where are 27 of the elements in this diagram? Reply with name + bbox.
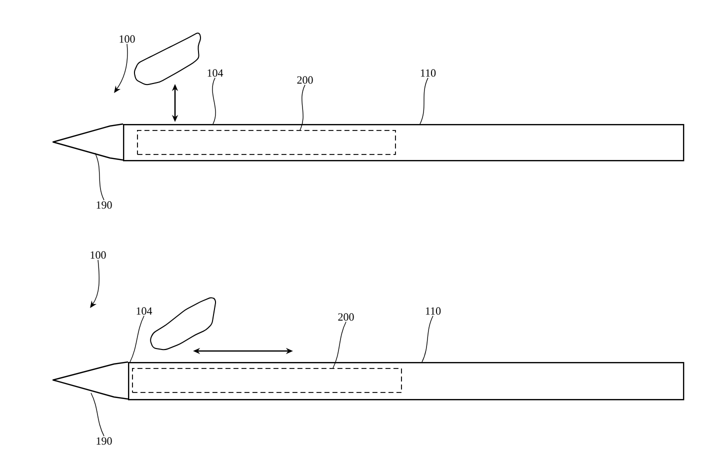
leader-line [90,260,100,308]
leader-line [212,78,216,124]
finger-drawing [134,32,201,85]
callout-number: 110 [420,69,436,77]
sensing-region [137,130,396,155]
callout-number: 200 [338,313,354,321]
leader-line [94,152,104,200]
callout-number: 190 [96,201,112,209]
callout-number: 104 [136,307,152,315]
leader-line [420,78,428,124]
leader-line [114,44,128,93]
stylus-barrel [128,362,684,400]
leader-line [130,316,144,362]
leader-line [90,392,104,436]
stylus-tip [52,361,128,400]
callout-number: 200 [297,76,313,84]
leader-line [422,316,434,362]
sensing-region [132,368,402,393]
leader-line [300,84,306,130]
stylus-barrel [123,124,684,162]
callout-number: 104 [208,69,224,77]
stylus-tip [52,123,124,161]
callout-number: 110 [426,307,441,315]
callout-number: 100 [120,35,135,43]
leader-line [332,322,346,368]
callout-number: 190 [96,437,112,445]
callout-number: 100 [90,251,106,259]
